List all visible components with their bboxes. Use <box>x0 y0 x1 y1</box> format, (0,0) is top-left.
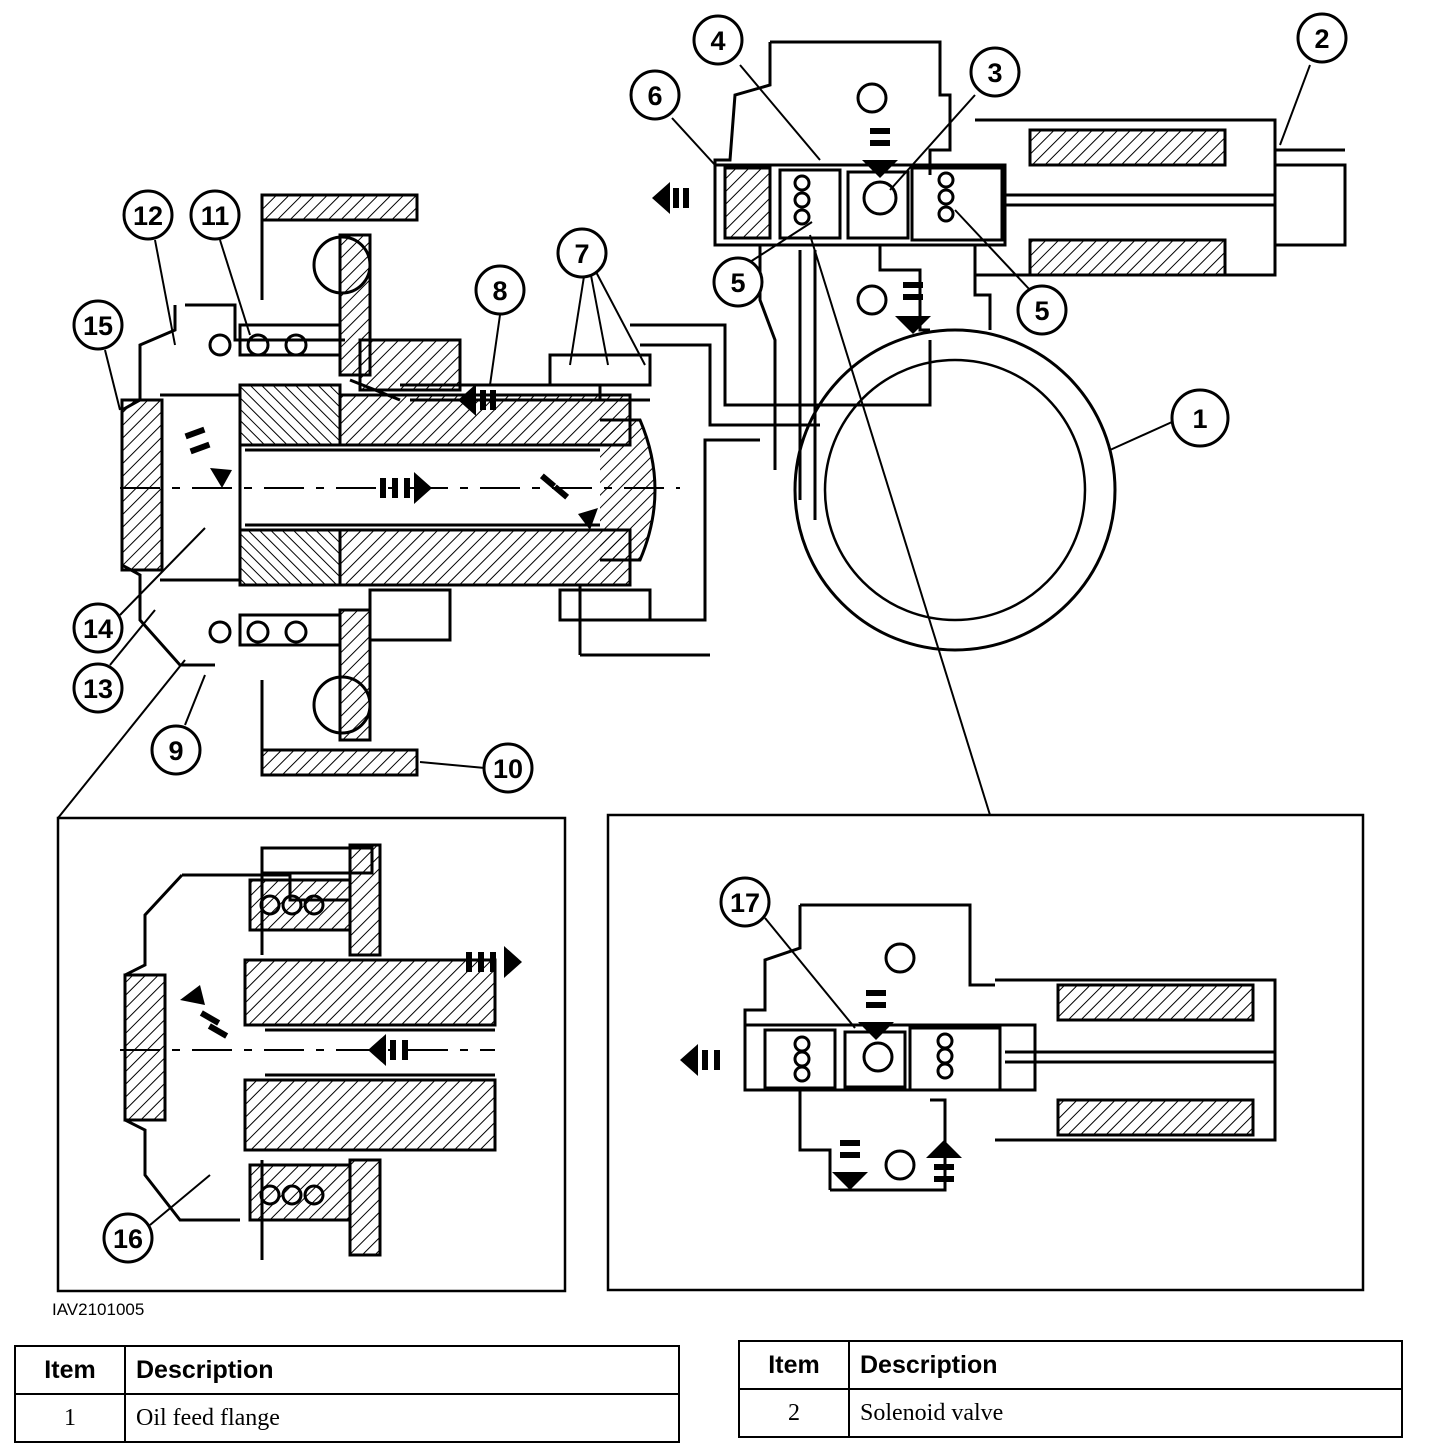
callout-label: 16 <box>113 1224 143 1254</box>
flow-arrow <box>832 1140 868 1190</box>
flow-arrow <box>680 1044 720 1076</box>
callout-15: 15 <box>72 299 124 351</box>
row-description: Oil feed flange <box>124 1393 680 1443</box>
callout-label: 13 <box>83 674 113 704</box>
callout-3: 3 <box>969 46 1021 98</box>
table-row: 1 Oil feed flange <box>14 1393 680 1443</box>
callout-label: 11 <box>201 201 230 231</box>
callout-13: 13 <box>72 662 124 714</box>
callout-17: 17 <box>719 876 771 928</box>
flow-arrow <box>380 472 432 504</box>
flow-arrow <box>862 128 898 178</box>
flow-arrow <box>895 282 931 334</box>
callout-5b: 5 <box>1016 284 1068 336</box>
row-item: 1 <box>14 1393 126 1443</box>
callout-4: 4 <box>692 14 744 66</box>
callout-7: 7 <box>556 227 608 279</box>
callout-9: 9 <box>150 724 202 776</box>
callout-5a: 5 <box>712 256 764 308</box>
header-description: Description <box>848 1340 1403 1390</box>
header-description: Description <box>124 1345 680 1395</box>
callout-label: 15 <box>83 311 113 341</box>
leader-lines <box>104 64 1311 1226</box>
oil-feed-flange <box>793 328 1117 652</box>
callout-2: 2 <box>1296 12 1348 64</box>
callout-1: 1 <box>1170 388 1230 448</box>
callout-label: 2 <box>1314 24 1329 54</box>
callout-label: 4 <box>710 26 725 56</box>
callout-11: 11 <box>189 189 241 241</box>
flow-arrow <box>652 182 689 214</box>
callout-label: 1 <box>1192 404 1207 434</box>
inset-left-content <box>120 843 497 1260</box>
flow-arrow <box>184 426 232 488</box>
figure-code: IAV2101005 <box>52 1300 145 1319</box>
callout-12: 12 <box>122 189 174 241</box>
table-row: 2 Solenoid valve <box>738 1388 1403 1438</box>
vct-diagram: 1 2 3 4 5 5 6 7 8 9 10 11 12 13 14 15 16… <box>56 12 1365 1293</box>
callout-label: 6 <box>647 81 662 111</box>
callout-label: 7 <box>574 239 589 269</box>
callouts: 1 2 3 4 5 5 6 7 8 9 10 11 12 13 14 15 16… <box>72 12 1348 1264</box>
inset-left <box>56 816 567 1293</box>
item-table-left: Item Description 1 Oil feed flange <box>14 1345 680 1443</box>
flow-arrow <box>926 1140 962 1182</box>
callout-label: 5 <box>1034 296 1049 326</box>
flow-arrow <box>180 985 229 1039</box>
flow-arrow <box>458 384 496 416</box>
callout-label: 12 <box>133 201 163 231</box>
callout-label: 17 <box>730 888 760 918</box>
inset-right-content <box>743 903 1277 1192</box>
flow-arrows <box>180 128 962 1190</box>
callout-16: 16 <box>102 1212 154 1264</box>
callout-10: 10 <box>482 742 534 794</box>
flow-arrow <box>539 473 598 530</box>
row-description: Solenoid valve <box>848 1388 1403 1438</box>
table-header: Item Description <box>738 1340 1403 1390</box>
table-header: Item Description <box>14 1345 680 1395</box>
callout-8: 8 <box>474 264 526 316</box>
item-table-right: Item Description 2 Solenoid valve <box>738 1340 1403 1438</box>
callout-6: 6 <box>629 69 681 121</box>
callout-label: 10 <box>493 754 523 784</box>
callout-label: 14 <box>83 614 113 644</box>
row-item: 2 <box>738 1388 850 1438</box>
flow-arrow <box>368 1034 408 1066</box>
flow-arrow <box>466 946 522 978</box>
oil-passages <box>580 250 932 657</box>
callout-14: 14 <box>72 602 124 654</box>
callout-label: 5 <box>730 268 745 298</box>
header-item: Item <box>738 1340 850 1390</box>
solenoid-valve <box>975 118 1347 277</box>
callout-label: 9 <box>168 736 183 766</box>
callout-label: 8 <box>492 276 507 306</box>
phaser-assembly <box>120 193 680 777</box>
header-item: Item <box>14 1345 126 1395</box>
inset-right <box>606 813 1365 1292</box>
flow-arrow <box>858 990 894 1040</box>
callout-label: 3 <box>987 58 1002 88</box>
